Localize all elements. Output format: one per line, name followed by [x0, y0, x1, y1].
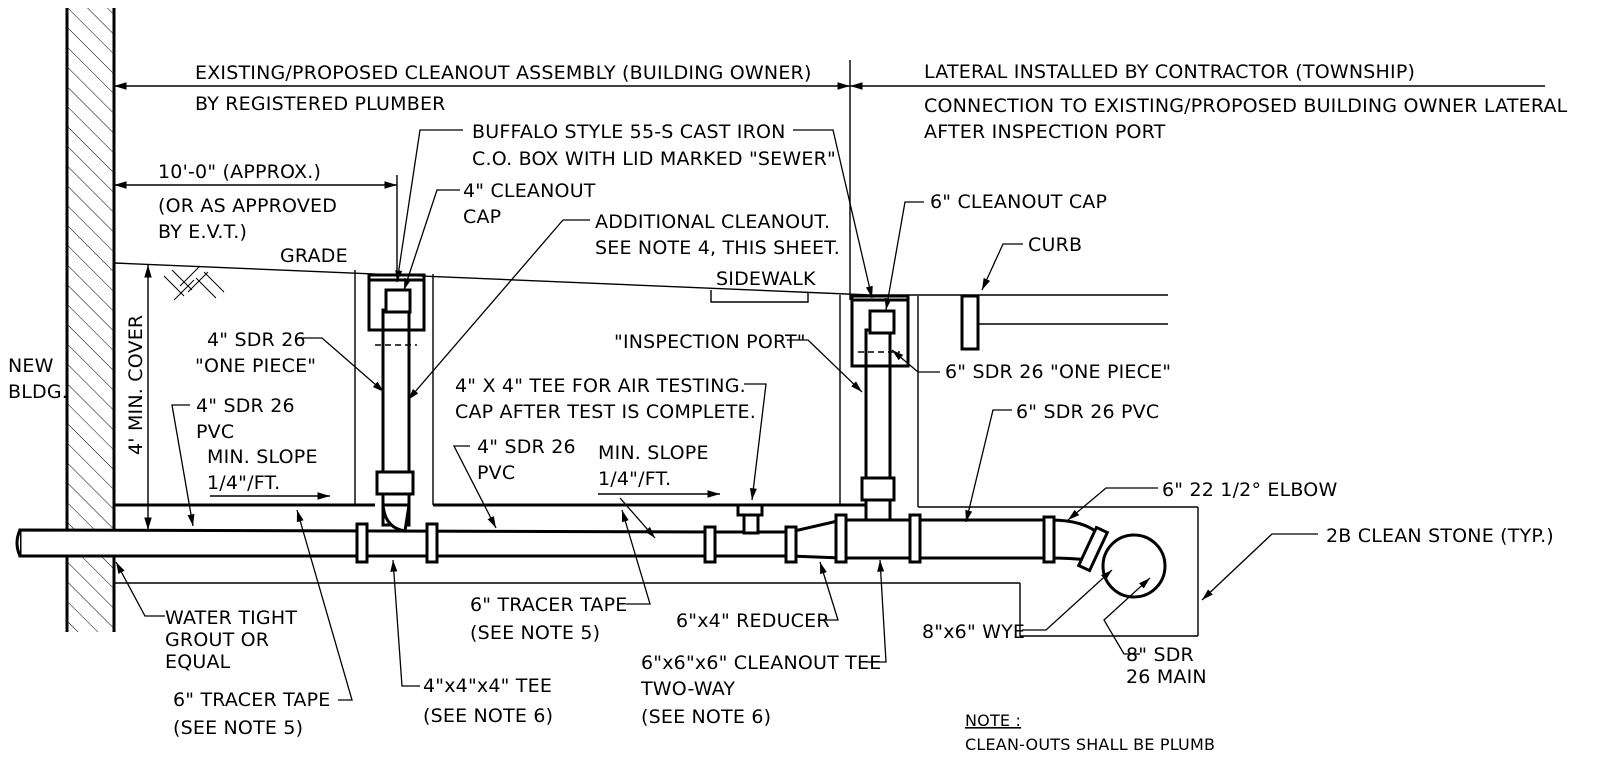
label-slope-2: 1/4"/FT.: [207, 472, 280, 494]
grade-line: [113, 262, 1168, 351]
label-additional-1: ADDITIONAL CLEANOUT.: [595, 211, 830, 233]
label-tee444-1: 4"x4"x4" TEE: [423, 675, 552, 697]
label-sdr4-pvc2-2: PVC: [477, 462, 515, 484]
label-min-cover: 4' MIN. COVER: [125, 315, 147, 455]
air-test-tee: [736, 503, 764, 535]
cleanout-riser-4in: [367, 273, 426, 533]
label-tee444-2: (SEE NOTE 6): [423, 705, 553, 727]
label-additional-2: SEE NOTE 4, THIS SHEET.: [595, 237, 840, 259]
label-wye: 8"x6" WYE: [922, 621, 1025, 643]
label-sdr4-pvc-1: 4" SDR 26: [196, 395, 295, 417]
label-cap6: 6" CLEANOUT CAP: [930, 191, 1107, 213]
label-cap4-2: CAP: [463, 206, 501, 228]
lateral-pipe: [15, 518, 1167, 599]
pipe-joints: [355, 513, 1110, 573]
label-connection-2: AFTER INSPECTION PORT: [924, 121, 1166, 143]
cleanout-riser-6in: [850, 294, 910, 522]
label-sdr4-one-1: 4" SDR 26: [207, 329, 306, 351]
label-tee-air-1: 4" X 4" TEE FOR AIR TESTING.: [455, 375, 746, 397]
label-new-bldg-1: NEW: [8, 355, 54, 377]
label-elbow: 6" 22 1/2° ELBOW: [1162, 479, 1337, 501]
label-clean-stone: 2B CLEAN STONE (TYP.): [1326, 525, 1554, 547]
label-note-title: NOTE :: [965, 711, 1021, 730]
label-sdr4-one-2: "ONE PIECE": [195, 355, 316, 377]
label-connection-1: CONNECTION TO EXISTING/PROPOSED BUILDING…: [924, 95, 1568, 117]
label-slope2-1: MIN. SLOPE: [598, 442, 709, 464]
label-grout-3: EQUAL: [165, 651, 231, 673]
label-tracer-left-2: (SEE NOTE 5): [173, 717, 303, 739]
label-grout-1: WATER TIGHT: [165, 607, 297, 629]
label-reducer: 6"x4" REDUCER: [676, 610, 830, 632]
leader-lines: [115, 129, 1318, 701]
label-grout-2: GROUT OR: [165, 629, 269, 651]
sewer-main: [1101, 533, 1167, 599]
label-new-bldg-2: BLDG.: [8, 381, 68, 403]
label-tracer-mid-2: (SEE NOTE 5): [470, 622, 600, 644]
label-slope-1: MIN. SLOPE: [207, 446, 318, 468]
label-tracer-mid-1: 6" TRACER TAPE: [470, 594, 627, 616]
label-cotee-3: (SEE NOTE 6): [641, 706, 771, 728]
label-sdr6-one: 6" SDR 26 "ONE PIECE": [945, 361, 1171, 383]
label-dim-10ft: 10'-0" (APPROX.): [158, 161, 321, 183]
label-cap4-1: 4" CLEANOUT: [463, 180, 596, 202]
label-tracer-left-1: 6" TRACER TAPE: [173, 689, 330, 711]
label-tee-air-2: CAP AFTER TEST IS COMPLETE.: [455, 401, 756, 423]
label-approved-2: BY E.V.T.): [158, 221, 247, 243]
drawing-labels: EXISTING/PROPOSED CLEANOUT ASSEMBLY (BUI…: [8, 61, 1568, 754]
label-cotee-2: TWO-WAY: [640, 678, 735, 700]
label-note-text: CLEAN-OUTS SHALL BE PLUMB: [965, 735, 1215, 754]
label-sdr6-pvc: 6" SDR 26 PVC: [1016, 401, 1159, 423]
label-existing-assembly: EXISTING/PROPOSED CLEANOUT ASSEMBLY (BUI…: [195, 62, 812, 84]
label-by-plumber: BY REGISTERED PLUMBER: [195, 93, 446, 115]
label-buffalo-2: C.O. BOX WITH LID MARKED "SEWER": [472, 148, 836, 170]
label-buffalo-1: BUFFALO STYLE 55-S CAST IRON: [472, 121, 786, 143]
label-lateral-installed: LATERAL INSTALLED BY CONTRACTOR (TOWNSHI…: [924, 61, 1415, 83]
label-main-2: 26 MAIN: [1126, 666, 1207, 688]
label-curb: CURB: [1028, 234, 1082, 256]
label-cotee-1: 6"x6"x6" CLEANOUT TEE: [641, 652, 881, 674]
top-dimension-lines: [114, 60, 1545, 300]
label-slope2-2: 1/4"/FT.: [598, 468, 671, 490]
label-grade: GRADE: [280, 245, 348, 267]
label-main-1: 8" SDR: [1126, 644, 1194, 666]
label-sidewalk: SIDEWALK: [716, 268, 816, 290]
label-approved-1: (OR AS APPROVED: [158, 195, 337, 217]
label-sdr4-pvc2-1: 4" SDR 26: [477, 436, 576, 458]
label-sdr4-pvc-2: PVC: [196, 421, 234, 443]
label-inspection-port: "INSPECTION PORT": [614, 331, 806, 353]
